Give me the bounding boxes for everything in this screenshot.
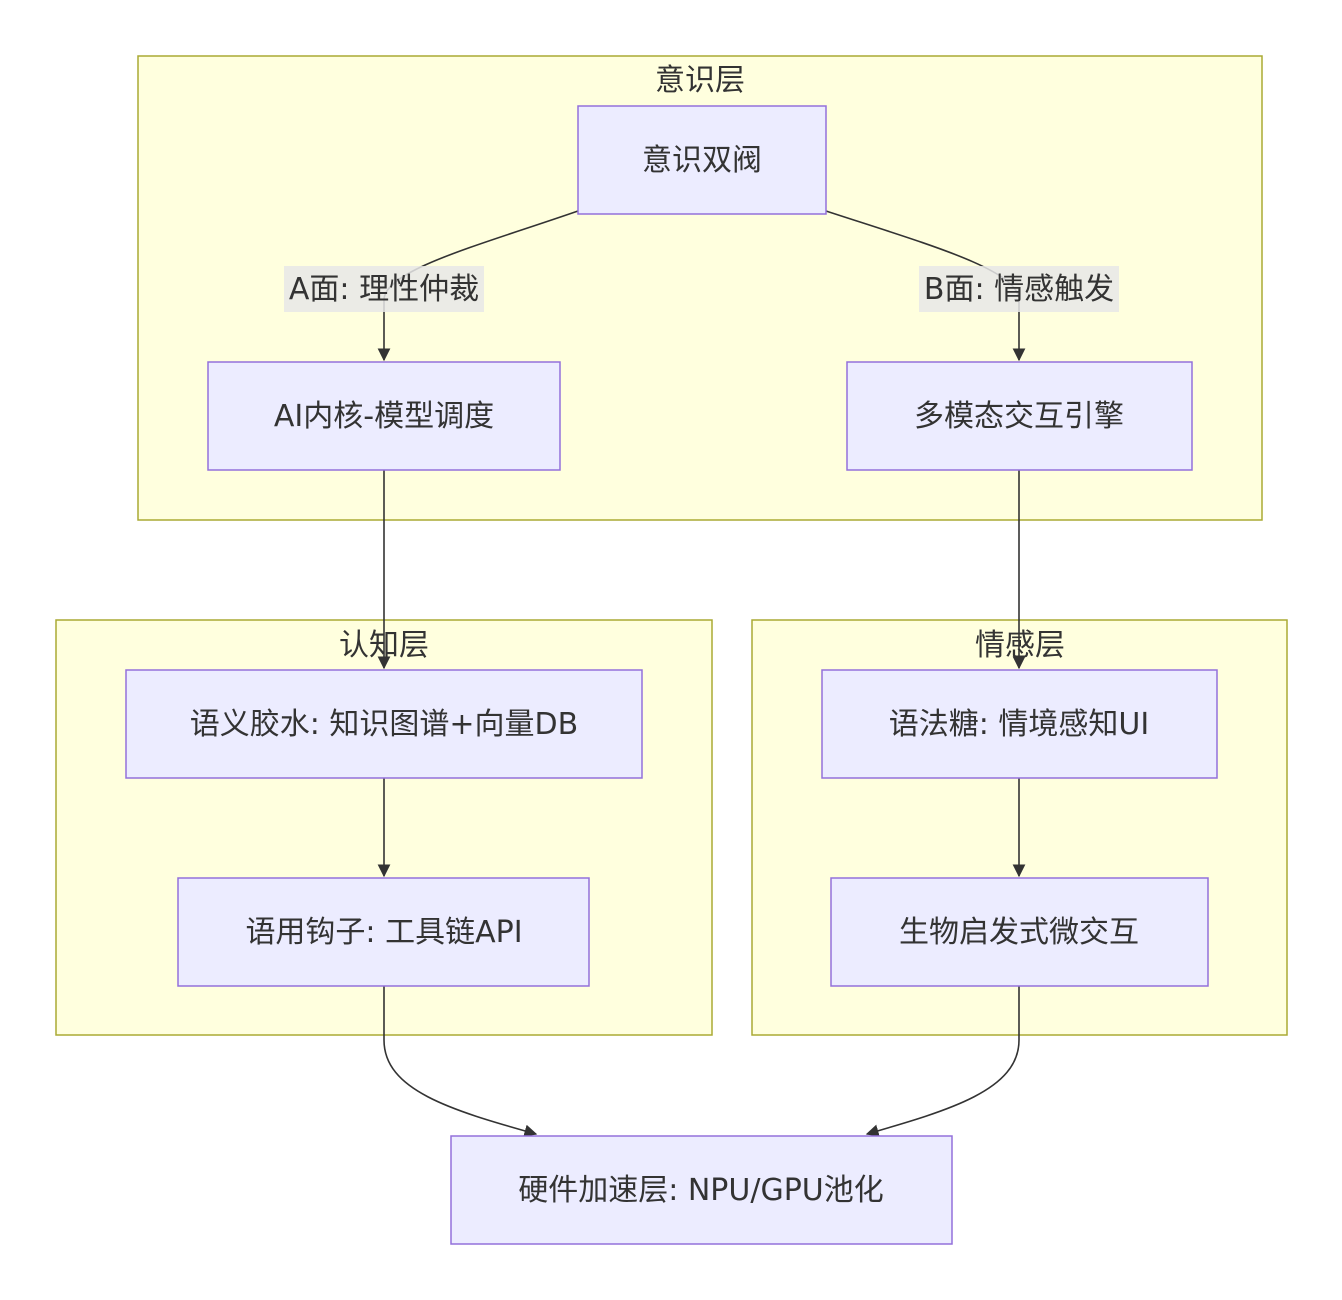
node-syntax-sugar[interactable]: 语法糖: 情境感知UI [821,669,1218,779]
node-multimodal[interactable]: 多模态交互引擎 [846,361,1193,471]
node-ai-core[interactable]: AI内核-模型调度 [207,361,561,471]
node-hardware[interactable]: 硬件加速层: NPU/GPU池化 [450,1135,953,1245]
edge-bio-micro-to-hardware [865,986,1020,1137]
node-pragmatic-hook[interactable]: 语用钩子: 工具链API [177,877,590,987]
node-ai-core-label: AI内核-模型调度 [274,399,494,434]
edge-label-b-face-text: B面: 情感触发 [924,272,1114,307]
cluster-emotion-title: 情感层 [975,628,1065,663]
node-syntax-sugar-label: 语法糖: 情境感知UI [889,707,1149,742]
node-dual-valve[interactable]: 意识双阀 [577,105,827,215]
edge-label-b-face: B面: 情感触发 [919,266,1119,312]
edge-label-a-face-text: A面: 理性仲裁 [289,272,479,307]
node-semantic-glue[interactable]: 语义胶水: 知识图谱+向量DB [125,669,643,779]
node-dual-valve-label: 意识双阀 [642,143,762,178]
cluster-consciousness-title: 意识层 [655,63,745,98]
node-pragmatic-hook-label: 语用钩子: 工具链API [245,915,522,950]
edge-label-a-face: A面: 理性仲裁 [284,266,484,312]
node-hardware-label: 硬件加速层: NPU/GPU池化 [518,1173,884,1208]
node-bio-micro[interactable]: 生物启发式微交互 [830,877,1209,987]
edge-pragmatic-hook-to-hardware [383,986,538,1138]
node-bio-micro-label: 生物启发式微交互 [899,915,1139,950]
node-semantic-glue-label: 语义胶水: 知识图谱+向量DB [190,707,578,742]
node-multimodal-label: 多模态交互引擎 [914,399,1124,434]
